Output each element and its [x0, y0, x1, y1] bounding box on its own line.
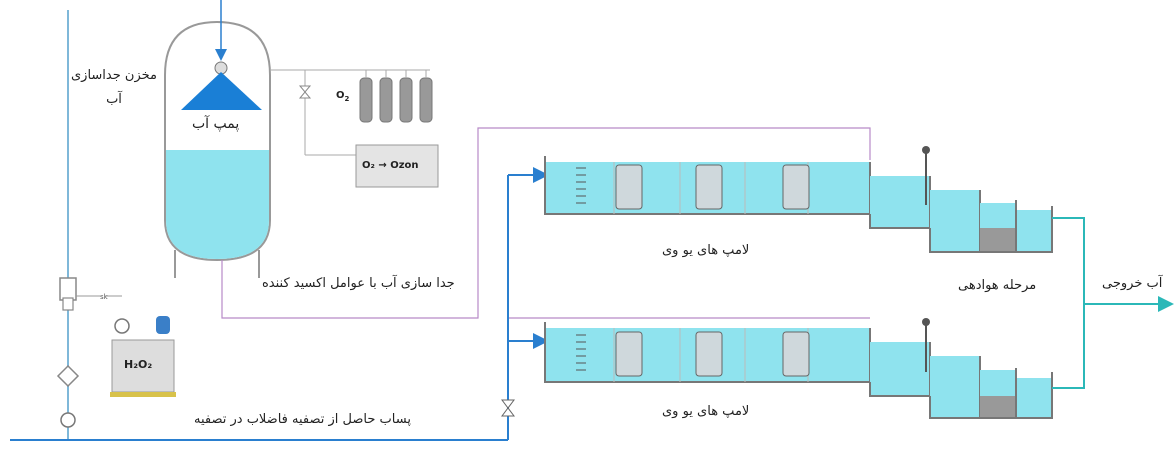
o2-symbol: O — [336, 90, 345, 101]
uv-lamps-bottom-label: لامپ های یو وی — [662, 404, 750, 419]
oxidation-label: جدا سازی آب با عوامل اکسید کننده — [262, 276, 455, 291]
o2-label: O2 — [336, 90, 349, 103]
ozone-box-label: O₂ → Ozon — [362, 160, 419, 171]
h2o2-label: H₂O₂ — [124, 358, 153, 371]
ozone-generator-system — [270, 69, 439, 188]
separation-tank — [164, 0, 271, 278]
oxidant-line — [221, 127, 871, 319]
pump-label: پمپ آب — [192, 116, 240, 132]
feed-pipe — [501, 167, 549, 440]
uv-lamps-top-label: لامپ های یو وی — [662, 243, 750, 258]
svg-text:sk: sk — [100, 293, 109, 301]
left-inlet-pipe: sk — [10, 10, 508, 441]
outlet-pipe — [1052, 217, 1174, 389]
tank-title: مخزن جداسازی آب — [71, 68, 157, 107]
uv-channel-bottom — [544, 318, 1053, 419]
uv-channel-top — [544, 146, 1053, 253]
outlet-label: آب خروجی — [1102, 276, 1163, 291]
wastewater-label: پساب حاصل از تصفیه فاضلاب در تصفیه — [194, 412, 411, 427]
aeration-label: مرحله هوادهی — [958, 278, 1037, 293]
h2o2-dosing-unit — [104, 295, 176, 397]
o2-subscript: 2 — [344, 95, 350, 103]
